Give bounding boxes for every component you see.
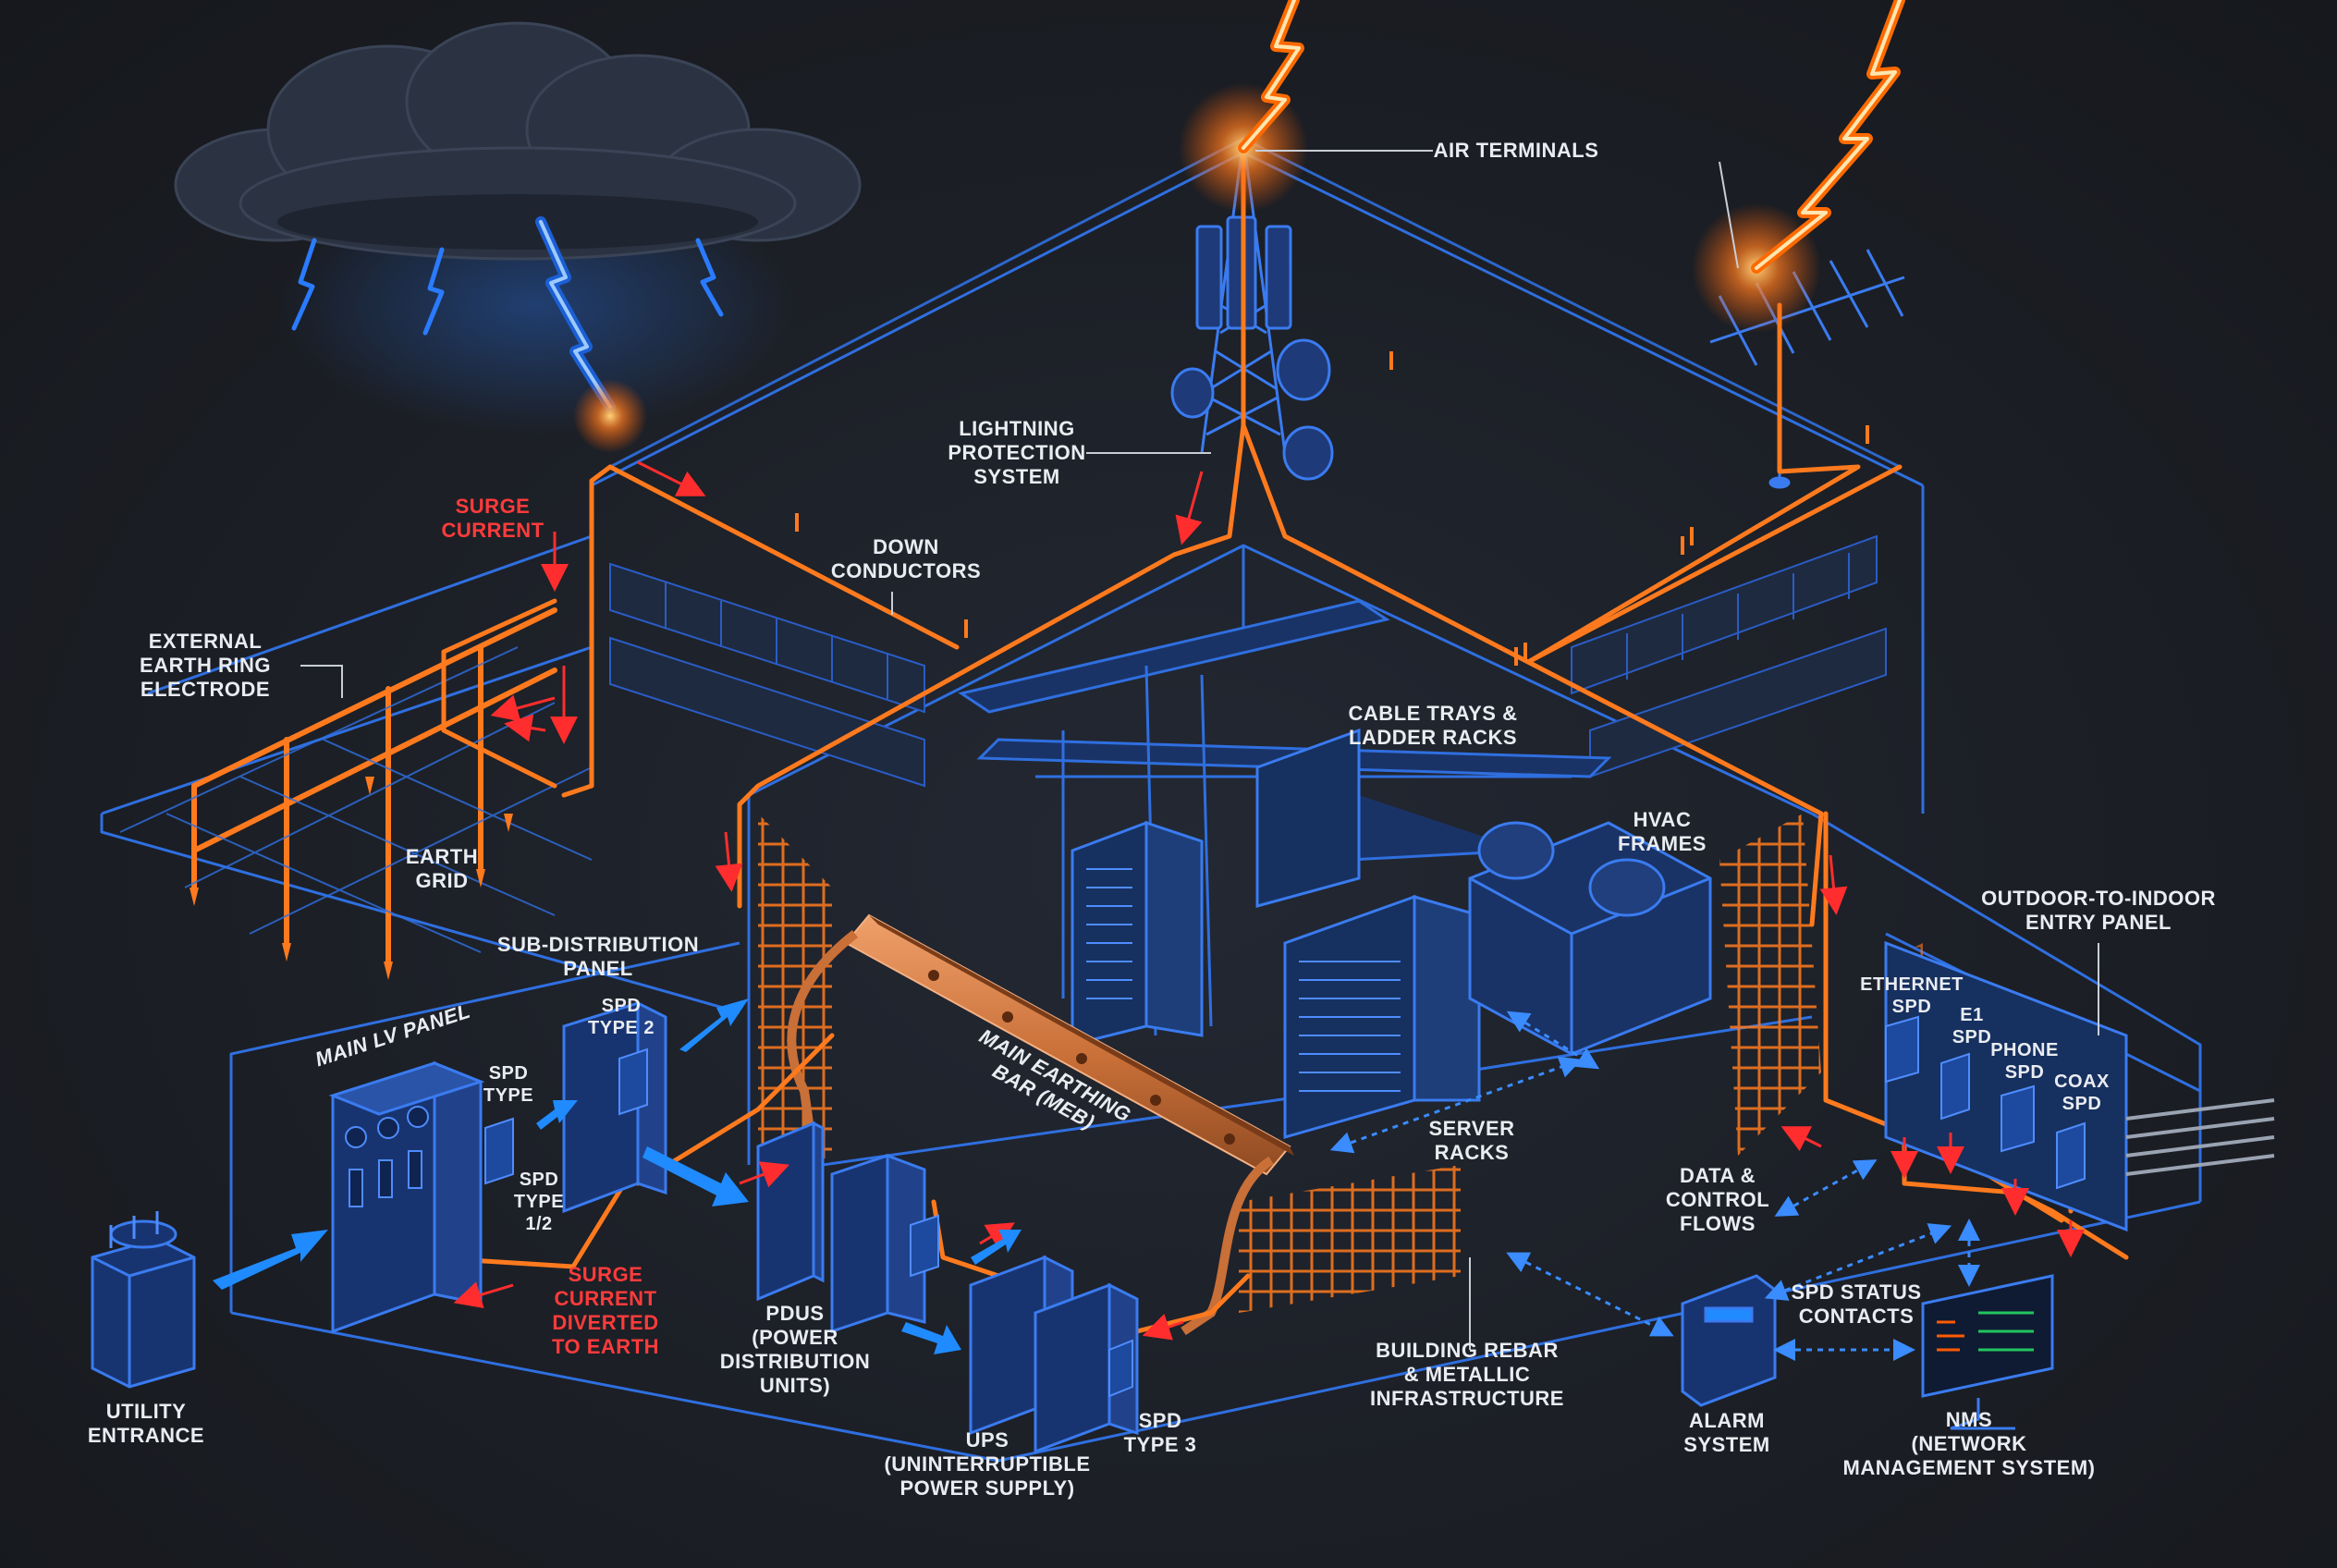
- cable-trays-label: CABLE TRAYS & LADDER RACKS: [1348, 702, 1518, 749]
- down-conductors-label: DOWN CONDUCTORS: [830, 535, 982, 582]
- main-lv-panel: [328, 1060, 485, 1334]
- phone-spd-label: PHONE SPD: [1990, 1040, 2059, 1083]
- incoming-telecom-cables: [2125, 1098, 2275, 1176]
- hvac-frames-label: HVAC FRAMES: [1618, 808, 1707, 855]
- nms-monitor-icon: [1921, 1274, 2054, 1430]
- lightning-protection-system-label: LIGHTNING PROTECTION SYSTEM: [948, 417, 1086, 488]
- spd-status-contacts-label: SPD STATUS CONTACTS: [1791, 1280, 1922, 1328]
- power-flow-arrows: [213, 998, 1022, 1354]
- surge-current-diverted-label: SURGE CURRENT DIVERTED TO EARTH: [551, 1263, 660, 1358]
- ups: [969, 1255, 1139, 1454]
- surge-current-label: SURGE CURRENT: [441, 495, 544, 542]
- down-conductors: [441, 145, 2064, 1223]
- parapet-air-terminals: [795, 351, 1869, 666]
- ups-label: UPS (UNINTERRUPTIBLE POWER SUPPLY): [884, 1428, 1091, 1500]
- storm-cloud-icon: [174, 21, 862, 435]
- utility-entrance-label: UTILITY ENTRANCE: [87, 1400, 205, 1447]
- spd-type-label: SPD TYPE: [483, 1063, 534, 1106]
- spd-type-3-label: SPD TYPE 3: [1123, 1409, 1197, 1456]
- hvac-frames: [1468, 821, 1712, 1056]
- pdus: [756, 1121, 939, 1334]
- cloud-lightning-bolts: [291, 216, 724, 412]
- earth-rods: [190, 777, 513, 980]
- strike-lightning-bolts: [1238, 0, 1905, 274]
- surge-current-arrows: [453, 460, 2085, 1341]
- main-earthing-bar: [787, 913, 1294, 1336]
- server-racks-label: SERVER RACKS: [1428, 1117, 1515, 1164]
- alarm-system-box: [1681, 1274, 1777, 1407]
- left-facade-windows: [609, 562, 925, 788]
- telecom-spds: [1885, 1015, 2086, 1190]
- nms-label: NMS (NETWORK MANAGEMENT SYSTEM): [1842, 1408, 2096, 1479]
- outdoor-entry-panel-label: OUTDOOR-TO-INDOOR ENTRY PANEL: [1981, 887, 2216, 934]
- spd-type-2-label: SPD TYPE 2: [588, 996, 655, 1038]
- alarm-system-label: ALARM SYSTEM: [1683, 1409, 1770, 1456]
- transformer-icon: [91, 1211, 196, 1389]
- spd-type-box: [484, 1117, 514, 1185]
- air-terminals-label: AIR TERMINALS: [1433, 139, 1599, 162]
- coax-spd-label: COAX SPD: [2054, 1072, 2110, 1114]
- earth-grid-label: EARTH GRID: [405, 845, 479, 892]
- data-control-flows-label: DATA & CONTROL FLOWS: [1665, 1164, 1770, 1235]
- sub-distribution-panel-label: SUB-DISTRIBUTION PANEL: [496, 933, 700, 980]
- data-control-flow-arrows: [1329, 1011, 1980, 1361]
- right-facade-windows: [1571, 534, 1887, 778]
- spd-type-1-2-label: SPD TYPE 1/2: [513, 1170, 565, 1234]
- sub-distribution-panel: [562, 1000, 667, 1214]
- pdus-label: PDUs (POWER DISTRIBUTION UNITS): [719, 1302, 871, 1397]
- building-rebar-label: BUILDING REBAR & METALLIC INFRASTRUCTURE: [1370, 1339, 1564, 1410]
- e1-spd-label: E1 SPD: [1952, 1005, 1992, 1047]
- ethernet-spd-label: ETHERNET SPD: [1860, 974, 1964, 1017]
- external-earth-ring-label: EXTERNAL EARTH RING ELECTRODE: [140, 630, 271, 701]
- leader-lines: [300, 150, 2099, 1350]
